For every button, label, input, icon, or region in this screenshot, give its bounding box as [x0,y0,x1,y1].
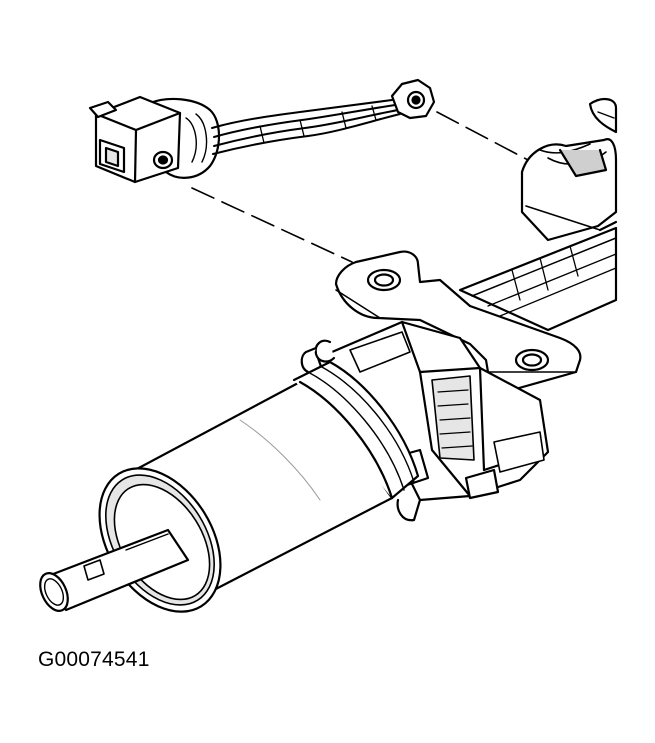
figure-id-label: G00074541 [38,648,150,671]
steering-shaft-icon [39,528,190,612]
column-jacket-icon [98,360,420,613]
mounting-bracket-icon [334,250,582,392]
upper-column-tube-icon [458,226,618,332]
alignment-lines [191,111,529,263]
ignition-switch-connector-icon [88,95,220,184]
wiring-harness-icon [211,99,401,155]
upper-column-housing-icon [520,98,618,242]
ring-terminal-icon [390,78,436,120]
